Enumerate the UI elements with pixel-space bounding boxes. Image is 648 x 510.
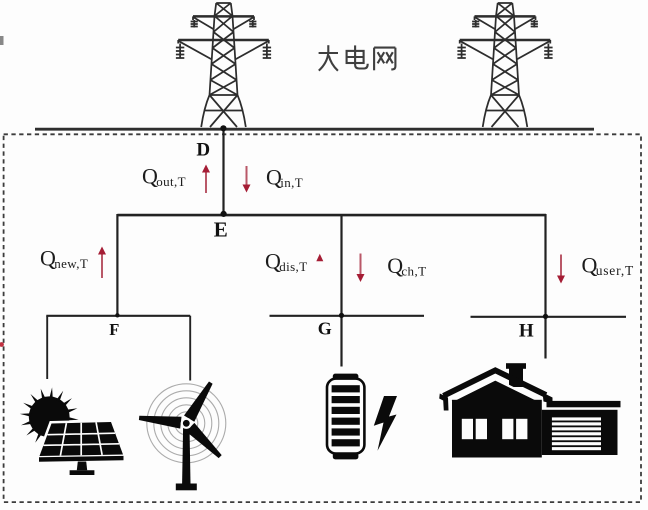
svg-text:Q: Q	[387, 253, 403, 278]
svg-text:in,T: in,T	[280, 175, 303, 190]
svg-text:Q: Q	[142, 163, 158, 188]
svg-text:Q: Q	[266, 164, 282, 189]
svg-text:F: F	[109, 320, 119, 339]
svg-text:Q: Q	[265, 249, 281, 274]
svg-text:ch,T: ch,T	[401, 264, 426, 279]
svg-text:D: D	[196, 140, 210, 161]
svg-text:H: H	[519, 321, 534, 342]
svg-text:Q: Q	[582, 253, 598, 278]
svg-text:Q: Q	[40, 246, 56, 271]
svg-text:G: G	[318, 318, 332, 338]
svg-text:out,T: out,T	[156, 174, 186, 189]
svg-text:E: E	[214, 217, 228, 241]
svg-text:new,T: new,T	[54, 256, 88, 271]
svg-text:user,T: user,T	[596, 263, 634, 278]
svg-text:dis,T: dis,T	[279, 259, 307, 274]
